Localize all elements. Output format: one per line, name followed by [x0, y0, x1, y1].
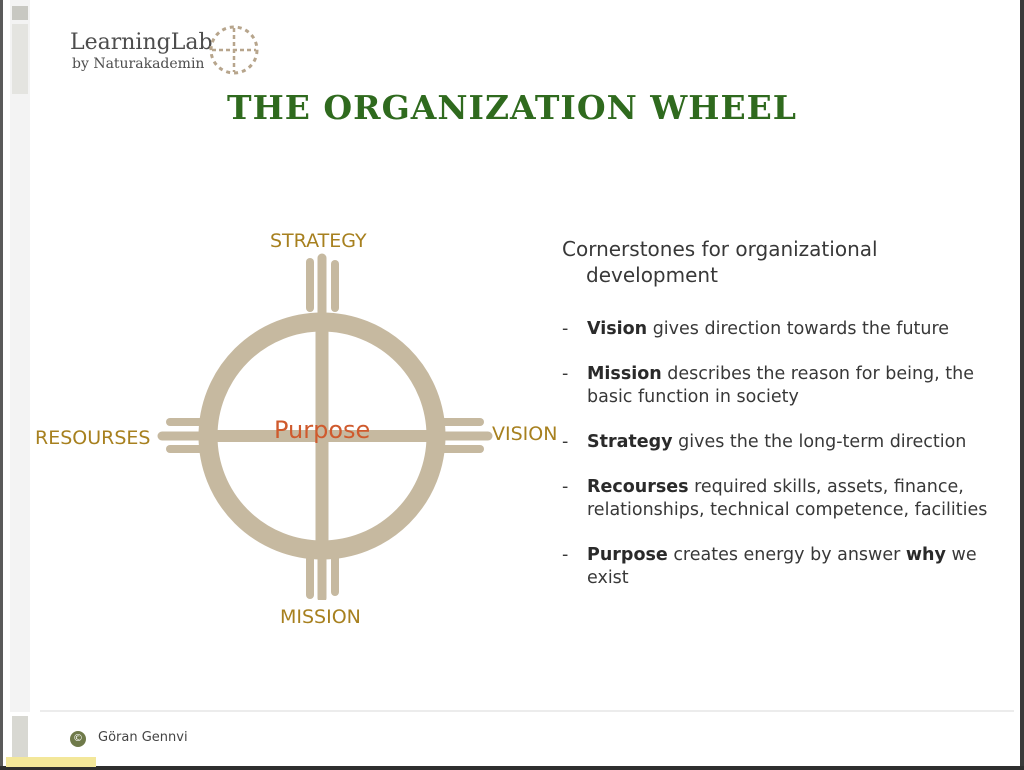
list-item: - Purpose creates energy by answer why w…: [562, 544, 1002, 590]
footer-accent: [6, 757, 96, 767]
cornerstones-text: Cornerstones for organizational developm…: [562, 236, 1002, 612]
bullet-dash: -: [562, 364, 569, 384]
logo-wheel-icon: [209, 25, 259, 75]
wheel-label-mission: MISSION: [280, 606, 361, 628]
item-description: creates energy by answer: [667, 545, 906, 565]
bullet-dash: -: [562, 477, 569, 497]
wheel-center-purpose: Purpose: [274, 416, 371, 444]
item-description: describes the reason for being, the basi…: [587, 364, 974, 407]
organization-wheel-diagram: [157, 253, 493, 600]
item-description: gives direction towards the future: [647, 319, 950, 339]
cornerstones-heading: Cornerstones for organizational developm…: [562, 236, 1002, 288]
item-term: Recourses: [587, 477, 689, 497]
copyright-icon: ©: [70, 731, 86, 747]
bullet-dash: -: [562, 432, 569, 452]
list-item: - Recourses required skills, assets, fin…: [562, 476, 1002, 522]
item-term: Vision: [587, 319, 648, 339]
list-item: - Vision gives direction towards the fut…: [562, 318, 1002, 341]
rail-strip: [12, 24, 28, 94]
left-rail: [10, 0, 30, 712]
logo-subtitle: by Naturakademin: [72, 56, 205, 72]
footer-divider: [40, 710, 1014, 712]
logo: LearningLab by Naturakademin: [70, 30, 213, 72]
cornerstones-heading-line1: Cornerstones for organizational: [562, 237, 878, 261]
item-description: gives the the long-term direction: [672, 432, 967, 452]
cornerstones-list: - Vision gives direction towards the fut…: [562, 318, 1002, 590]
item-description: required skills, assets, finance, relati…: [587, 477, 988, 520]
list-item: - Mission describes the reason for being…: [562, 363, 1002, 409]
list-item: - Strategy gives the the long-term direc…: [562, 431, 1002, 454]
bullet-dash: -: [562, 545, 569, 565]
item-term: Purpose: [587, 545, 668, 565]
footer-rail: [12, 716, 28, 766]
cornerstones-heading-line2: development: [586, 263, 718, 287]
bullet-dash: -: [562, 319, 569, 339]
item-emphasis: why: [905, 545, 946, 565]
item-description-end: we exist: [587, 545, 977, 588]
slide-left-edge: [0, 0, 3, 770]
item-term: Strategy: [587, 432, 673, 452]
logo-name: LearningLab: [70, 30, 213, 55]
footer-author: Göran Gennvi: [98, 730, 188, 745]
slide-title: THE ORGANIZATION WHEEL: [227, 88, 797, 127]
rail-marker: [12, 6, 28, 20]
wheel-label-resources: RESOURSES: [35, 427, 151, 449]
slide-bottom-edge: [0, 766, 1024, 770]
wheel-label-vision: VISION: [492, 423, 558, 445]
slide-right-edge: [1020, 0, 1024, 770]
wheel-label-strategy: STRATEGY: [270, 230, 367, 252]
item-term: Mission: [587, 364, 662, 384]
